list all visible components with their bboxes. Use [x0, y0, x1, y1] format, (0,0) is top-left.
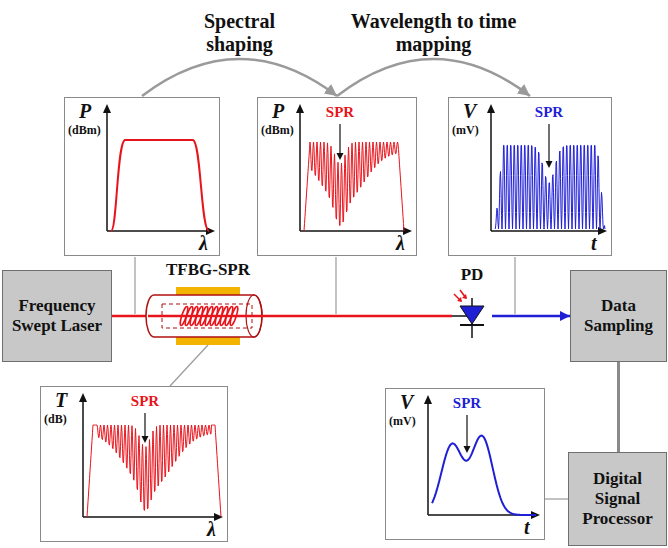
tfbg-spr-sensor: TFBG-SPR [148, 287, 268, 345]
axis-label: t [591, 232, 597, 254]
spr-pointer [466, 415, 467, 447]
axis-label: t [524, 516, 530, 538]
leader-line [134, 257, 135, 314]
spr-pointer-head [142, 436, 149, 443]
spectrum-inset: P (dBm) λ [64, 97, 220, 256]
y-axis [82, 401, 84, 517]
spectrum-curve [495, 145, 605, 229]
signal-line [492, 315, 570, 318]
leader-line [335, 257, 336, 314]
diode-bar [460, 324, 484, 326]
axis-label: V [400, 391, 413, 413]
photodiode-symbol [452, 292, 492, 340]
spr-pointer-head [546, 161, 553, 168]
spr-pointer [548, 124, 549, 162]
spectrum-curve [111, 140, 209, 231]
y-axis [106, 112, 108, 231]
axis-label: λ [199, 232, 208, 254]
axis-unit: (dBm) [68, 124, 101, 137]
part-label: TFBG-SPR [166, 260, 250, 280]
axis-label: V [463, 100, 476, 122]
signal-line [617, 362, 620, 452]
axis-label: P [79, 100, 91, 122]
gold-film [176, 337, 240, 345]
y-axis [427, 403, 429, 515]
diode-triangle [460, 306, 484, 324]
spr-label: SPR [326, 104, 354, 121]
axis-arrow [103, 104, 111, 113]
spectrum-inset: V (mV) SPR t [385, 388, 545, 540]
axis-unit: (mV) [452, 124, 479, 137]
axis-arrow [79, 393, 87, 402]
spectrum-curve [304, 142, 404, 231]
spr-pointer [144, 413, 145, 437]
spr-label: SPR [453, 395, 481, 412]
fiber-line [148, 315, 268, 318]
signal-line [268, 315, 452, 318]
part-label: PD [461, 265, 484, 285]
spr-label: SPR [131, 393, 159, 410]
spectrum-curve [432, 436, 536, 515]
step-label: Wavelength to time mapping [334, 10, 534, 56]
box-label: Digital Signal Processor [573, 469, 662, 529]
process-box: Data Sampling [570, 270, 667, 362]
x-axis [107, 230, 207, 232]
light-arrow-head [457, 297, 462, 302]
laser-box: Frequency Swept Laser [2, 270, 112, 362]
axis-label: λ [207, 518, 216, 540]
spectrum-inset: V (mV) SPR t [448, 97, 612, 256]
process-arrow [337, 59, 530, 96]
axis-arrow [296, 104, 304, 113]
x-axis [491, 230, 599, 232]
spectrum-inset: P (dBm) SPR λ [257, 97, 417, 256]
box-label: Data Sampling [575, 296, 662, 336]
x-axis [83, 516, 215, 518]
y-axis [299, 112, 301, 231]
box-label: Frequency Swept Laser [7, 296, 107, 336]
photodiode: PD [452, 292, 492, 340]
axis-unit: (dBm) [261, 124, 294, 137]
axis-arrow [487, 104, 495, 113]
spr-pointer-head [337, 153, 344, 160]
axis-label: T [55, 389, 67, 411]
light-arrow [454, 294, 461, 301]
axis-arrow [598, 227, 607, 235]
step-label: Spectral shaping [180, 10, 300, 56]
process-box: Digital Signal Processor [568, 452, 667, 546]
gold-film [176, 287, 240, 295]
axis-label: λ [396, 232, 405, 254]
axis-label: P [272, 100, 284, 122]
spr-pointer [339, 124, 340, 154]
axis-arrow [424, 395, 432, 404]
axis-unit: (dB) [44, 413, 67, 426]
spectrum-curve [87, 425, 221, 517]
signal-line [112, 315, 148, 318]
spectrum-inset: T (dB) SPR λ [40, 386, 228, 542]
process-arrow [142, 59, 337, 96]
leader-line [514, 257, 515, 314]
axis-unit: (mV) [389, 415, 416, 428]
signal-line [545, 498, 568, 499]
light-arrow [460, 290, 466, 298]
signal-line [170, 345, 208, 386]
x-axis [300, 230, 404, 232]
spr-pointer-head [464, 446, 471, 453]
light-arrow-head [462, 294, 467, 299]
tilted-grating [229, 306, 239, 326]
tfbg-illustration [148, 287, 268, 345]
y-axis [490, 112, 492, 231]
inset-plot [41, 387, 229, 543]
spr-label: SPR [535, 104, 563, 121]
